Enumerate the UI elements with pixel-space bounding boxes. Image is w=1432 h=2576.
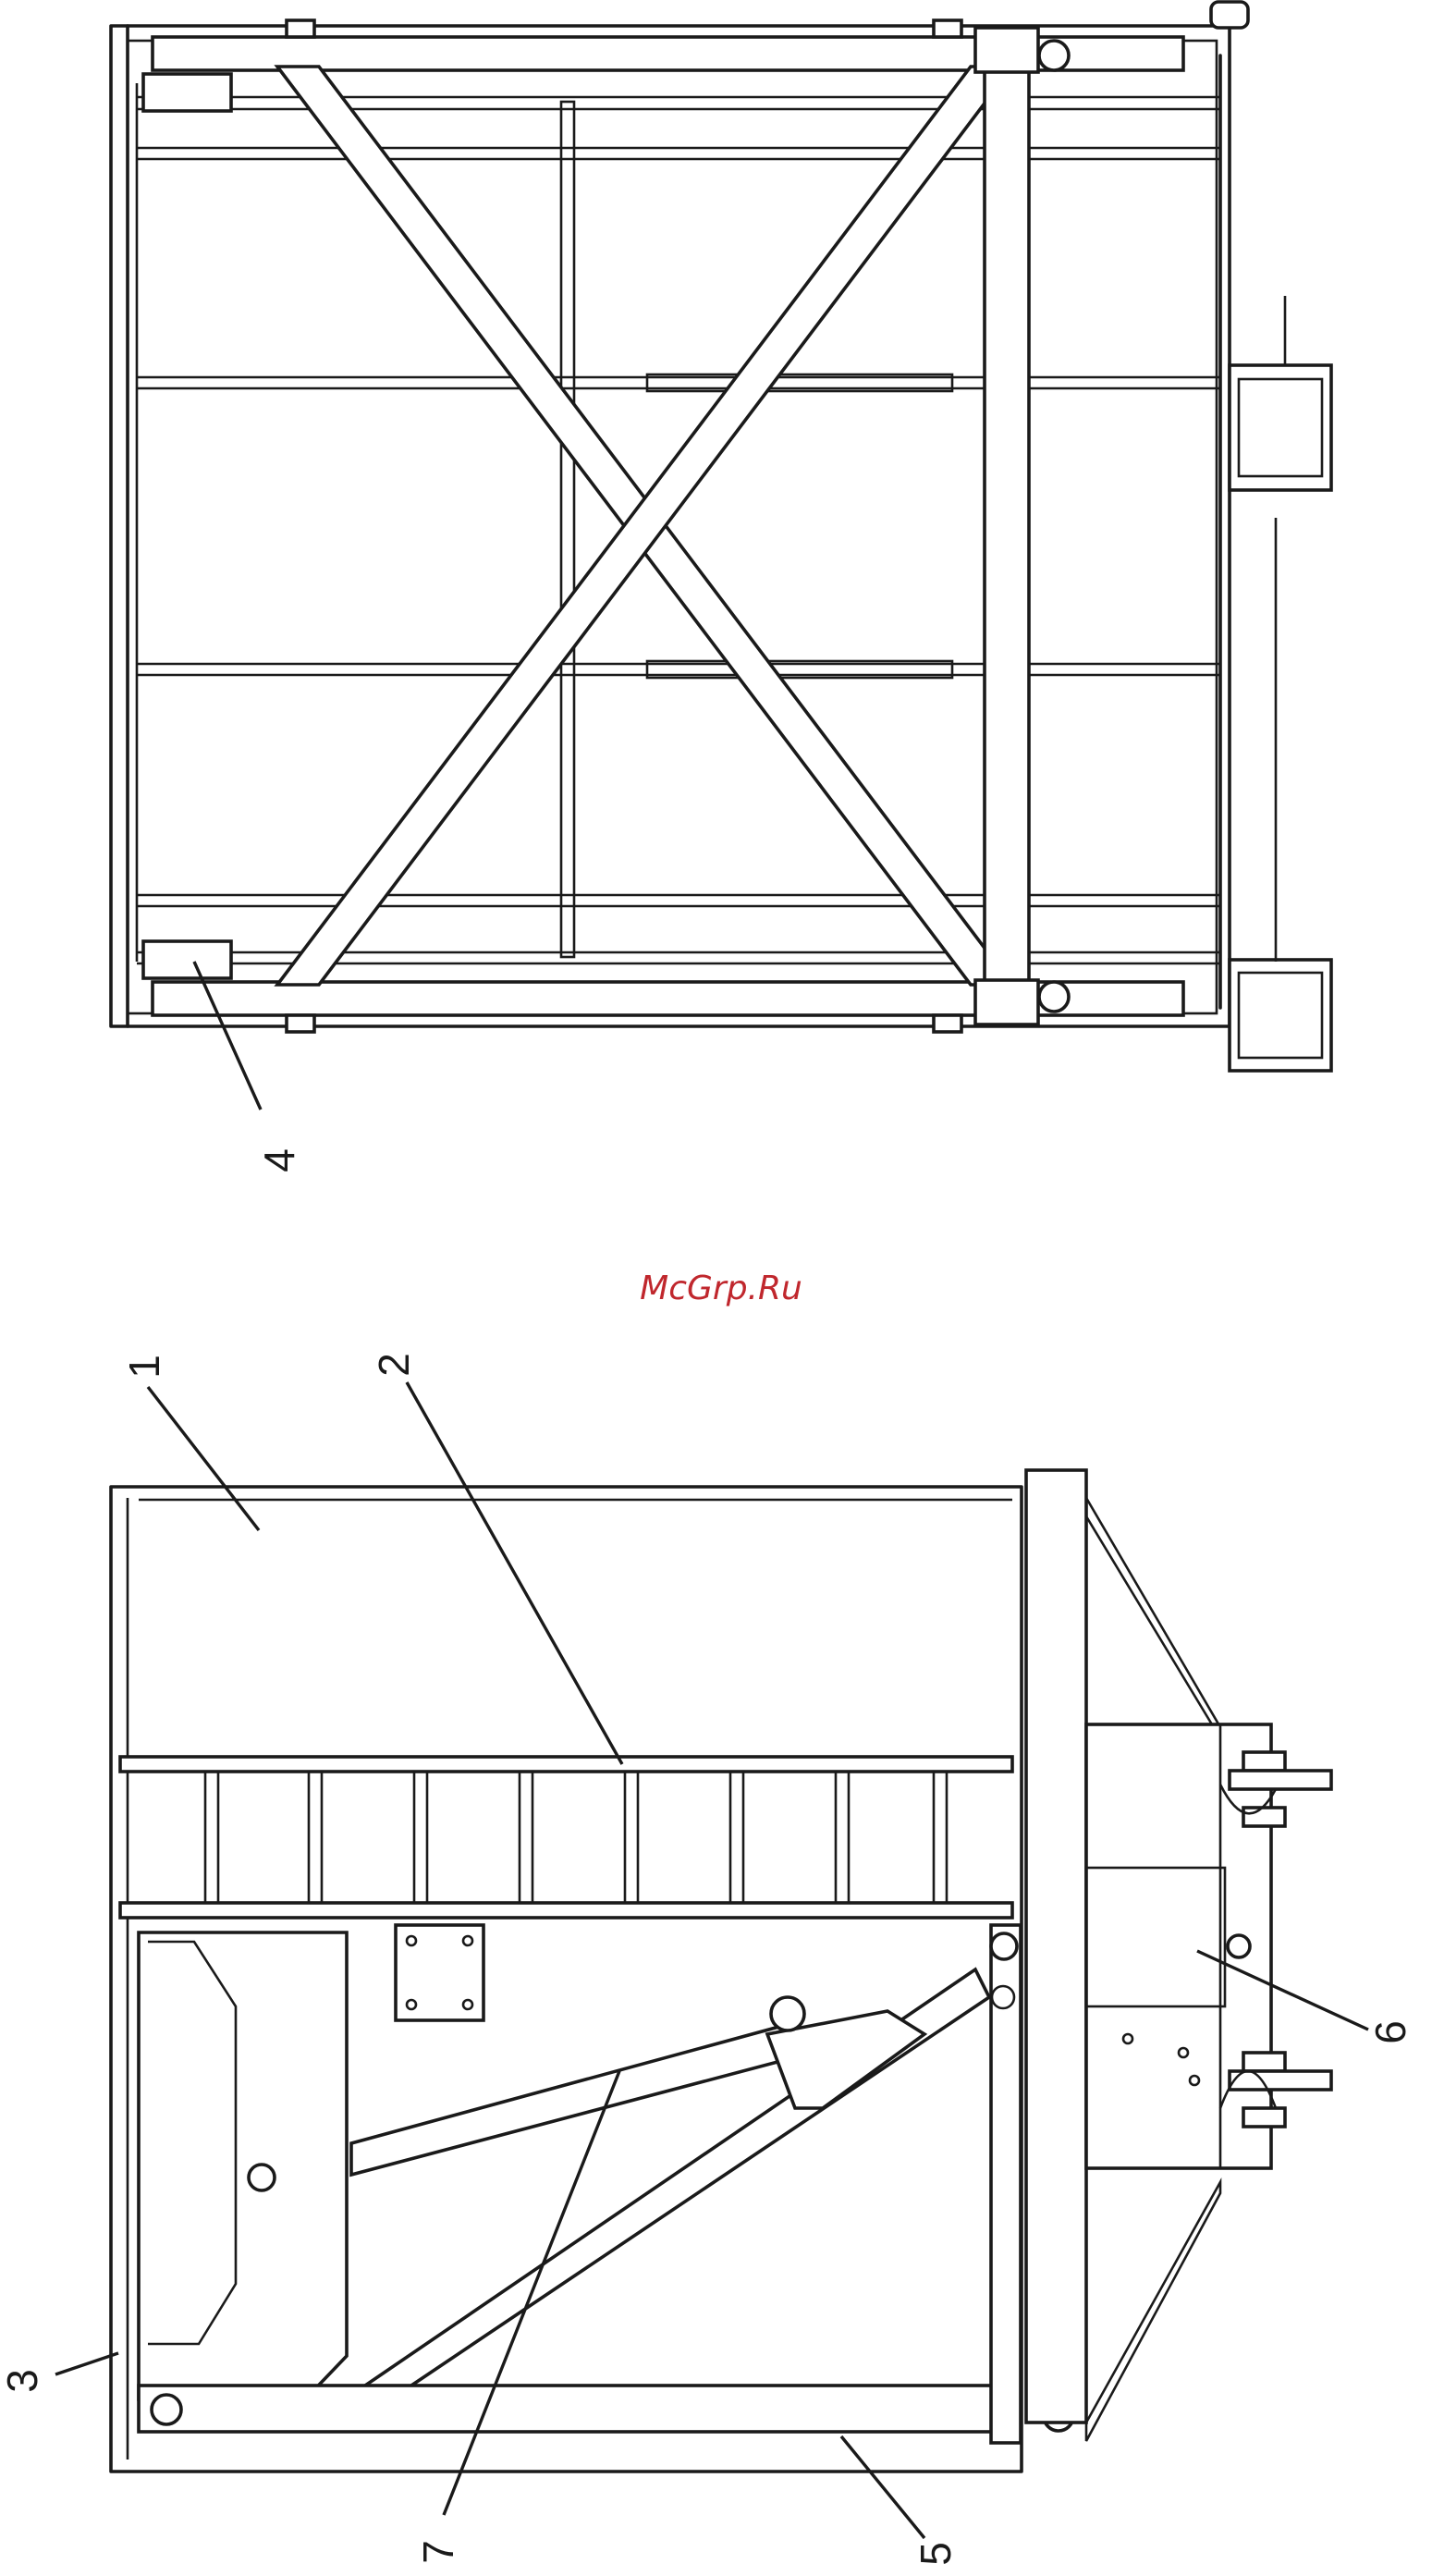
right-column — [985, 37, 1029, 1015]
ladder-rail-bottom — [120, 1903, 1012, 1918]
callout-3: 3 — [0, 2369, 46, 2393]
inner-frame — [128, 41, 1217, 1013]
callout-4: 4 — [255, 1148, 303, 1172]
top-view — [111, 2, 1331, 1110]
corner-fitting-tl — [143, 74, 231, 111]
outer-frame — [111, 26, 1230, 1026]
leader-3 — [55, 2353, 118, 2374]
right-side-column — [1026, 1470, 1086, 2423]
right-post — [991, 1925, 1021, 2443]
ladder-rail-top — [120, 1757, 1012, 1772]
right-bracket-lower — [1230, 960, 1331, 1071]
callout-5: 5 — [912, 2542, 960, 2566]
left-plate — [139, 1932, 347, 2399]
callout-1: 1 — [120, 1355, 168, 1379]
leader-5 — [841, 2436, 924, 2538]
corner-fitting-bl — [143, 941, 231, 978]
right-bracket-upper — [1230, 365, 1331, 490]
leader-1 — [148, 1387, 259, 1530]
callout-2: 2 — [370, 1353, 418, 1377]
callout-6: 6 — [1366, 2020, 1414, 2044]
side-view — [55, 1382, 1368, 2538]
bottom-beam-side — [139, 2386, 1017, 2432]
watermark-text: McGrp.Ru — [640, 1270, 802, 1307]
callout-7: 7 — [414, 2540, 462, 2564]
leader-2 — [407, 1382, 622, 1764]
